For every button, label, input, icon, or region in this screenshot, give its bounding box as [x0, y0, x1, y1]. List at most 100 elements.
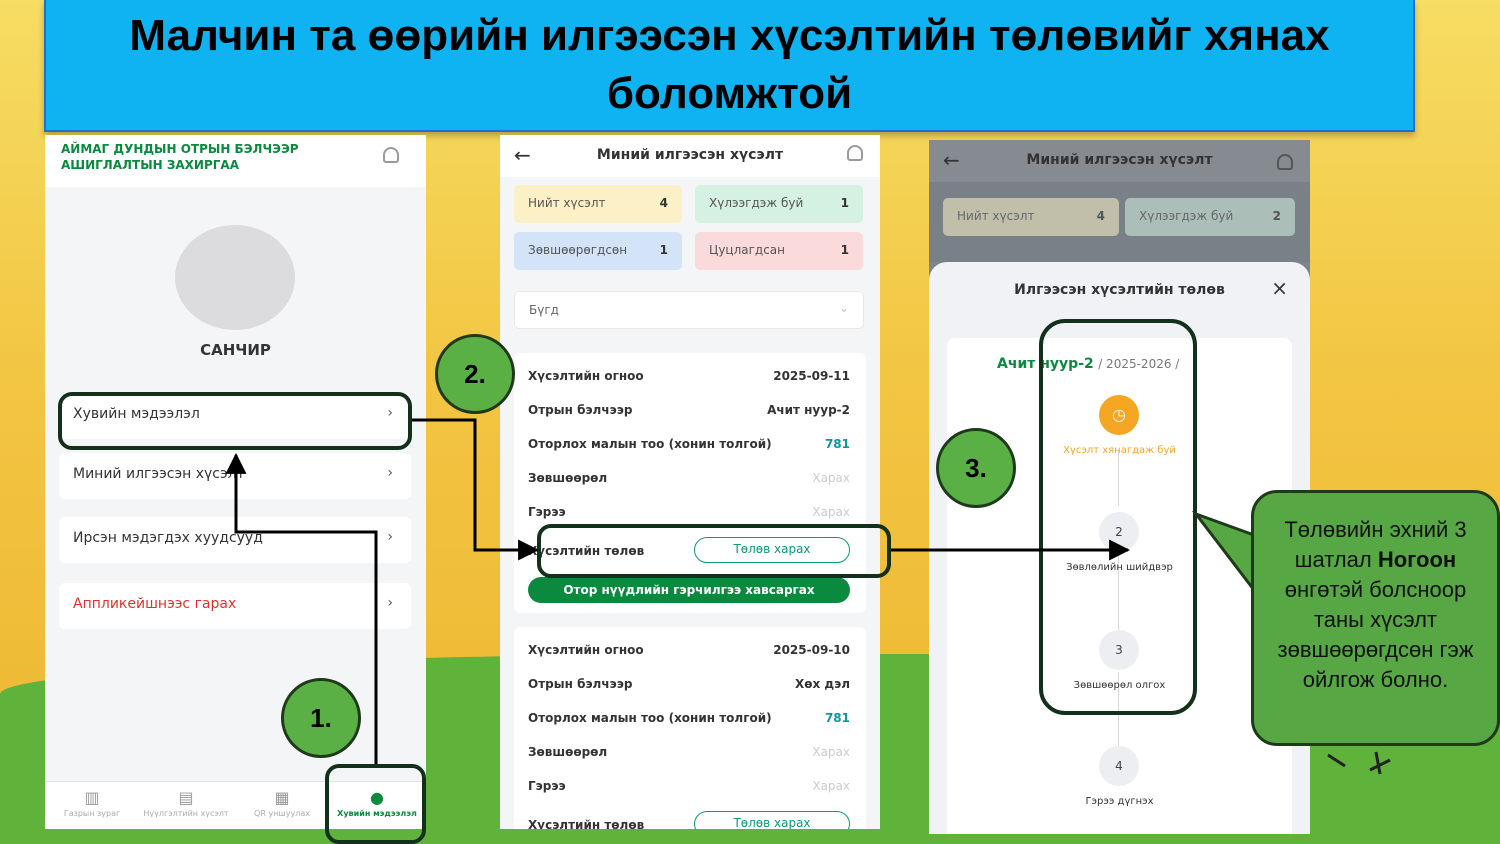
- row-label: Зөвшөөрөл: [528, 471, 608, 485]
- row-label: Отрын бэлчээр: [528, 677, 633, 691]
- row-label: Оторлох малын тоо (хонин толгой): [528, 711, 772, 725]
- row-label: Зөвшөөрөл: [528, 745, 608, 759]
- menu-item-logout[interactable]: Аппликейшнээс гарах ›: [59, 583, 411, 629]
- request-row: Отрын бэлчээр Ачит нуур-2: [528, 403, 850, 417]
- stat-count: 1: [840, 196, 849, 210]
- tab-qr[interactable]: ▦ QR уншуулах: [237, 788, 327, 818]
- chevron-right-icon: ›: [387, 405, 393, 421]
- step-label: Зөвшөөрөл олгох: [1073, 680, 1166, 691]
- row-label: Хүсэлтийн огноо: [528, 369, 644, 383]
- chevron-right-icon: ›: [387, 529, 393, 545]
- step-number: 3: [1099, 630, 1139, 670]
- stat-label: Нийт хүсэлт: [528, 196, 606, 210]
- sheet-title: Илгээсэн хүсэлтийн төлөв: [1014, 282, 1225, 298]
- view-permit-link[interactable]: Харах: [812, 745, 850, 759]
- tab-label: QR уншуулах: [254, 809, 310, 818]
- row-label: Хүсэлтийн төлөв: [528, 544, 645, 558]
- stat-label: Хүлээгдэж буй: [1139, 209, 1234, 223]
- tab-profile[interactable]: ● Хувийн мэдээлэл: [332, 788, 422, 818]
- view-status-button[interactable]: Төлөв харах: [694, 537, 850, 563]
- request-row: Гэрээ Харах: [528, 779, 850, 793]
- callout-emphasis: Ногоон: [1377, 547, 1457, 572]
- attach-certificate-button[interactable]: Отор нүүдлийн гэрчилгээ хавсаргах: [528, 577, 850, 603]
- app-header: ← Миний илгээсэн хүсэлт: [929, 140, 1310, 182]
- request-row: Зөвшөөрөл Харах: [528, 471, 850, 485]
- step-label: Зөвлөлийн шийдвэр: [1066, 562, 1173, 573]
- slide-title: Малчин та өөрийн илгээсэн хүсэлтийн төлө…: [129, 11, 1330, 118]
- menu-label: Хувийн мэдээлэл: [73, 406, 200, 422]
- season-range: / 2025-2026 /: [1098, 357, 1180, 371]
- avatar: [175, 225, 295, 330]
- stat-approved[interactable]: Зөвшөөрөгдсөн 1: [514, 232, 682, 270]
- screen-title: Миний илгээсэн хүсэлт: [1026, 152, 1213, 168]
- row-value: 781: [824, 711, 850, 725]
- clock-icon: ◷: [1099, 395, 1139, 435]
- callout-text: Төлөвийн эхний 3 шатлал: [1284, 517, 1467, 572]
- step-badge-1: 1.: [281, 678, 361, 758]
- row-label: Оторлох малын тоо (хонин толгой): [528, 437, 772, 451]
- stat-count: 4: [1096, 209, 1105, 223]
- row-value: Хөх дэл: [794, 677, 850, 691]
- row-label: Отрын бэлчээр: [528, 403, 633, 417]
- stat-pending: Хүлээгдэж буй 2: [1125, 198, 1295, 236]
- back-arrow-icon[interactable]: ←: [514, 143, 531, 167]
- row-label: Гэрээ: [528, 779, 566, 793]
- tab-label: Хувийн мэдээлэл: [337, 809, 417, 818]
- explanation-callout: Төлөвийн эхний 3 шатлал Ногоон өнгөтэй б…: [1251, 490, 1500, 746]
- stat-count: 4: [659, 196, 668, 210]
- view-contract-link[interactable]: Харах: [812, 505, 850, 519]
- request-row: Зөвшөөрөл Харах: [528, 745, 850, 759]
- tab-label: Нүүлгэлтийн хүсэлт: [143, 809, 229, 818]
- close-icon[interactable]: ×: [1271, 276, 1288, 300]
- request-row: Оторлох малын тоо (хонин толгой) 781: [528, 711, 850, 725]
- brand-name: АЙМАГ ДУНДЫН ОТРЫН БЭЛЧЭЭР АШИГЛАЛТЫН ЗА…: [61, 142, 299, 172]
- view-contract-link[interactable]: Харах: [812, 779, 850, 793]
- step-badge-3: 3.: [936, 428, 1016, 508]
- row-label: Хүсэлтийн огноо: [528, 643, 644, 657]
- tab-requests[interactable]: ▤ Нүүлгэлтийн хүсэлт: [141, 788, 231, 818]
- tab-map[interactable]: ▥ Газрын зураг: [47, 788, 137, 818]
- phone-my-requests-screen: ← Миний илгээсэн хүсэлт Нийт хүсэлт 4 Хү…: [500, 135, 880, 829]
- stat-pending[interactable]: Хүлээгдэж буй 1: [695, 185, 863, 223]
- bell-icon[interactable]: [1277, 154, 1293, 170]
- chevron-right-icon: ›: [387, 465, 393, 481]
- bell-icon[interactable]: [383, 147, 399, 163]
- stat-count: 1: [659, 243, 668, 257]
- chevron-down-icon: ⌄: [838, 301, 849, 315]
- row-label: Хүсэлтийн төлөв: [528, 818, 645, 829]
- stat-total[interactable]: Нийт хүсэлт 4: [514, 185, 682, 223]
- menu-label: Аппликейшнээс гарах: [73, 596, 237, 612]
- view-status-button[interactable]: Төлөв харах: [694, 811, 850, 829]
- filter-value: Бүгд: [529, 303, 559, 317]
- phone-profile-screen: АЙМАГ ДУНДЫН ОТРЫН БЭЛЧЭЭР АШИГЛАЛТЫН ЗА…: [45, 135, 426, 829]
- request-row: Хүсэлтийн огноо 2025-09-11: [528, 369, 850, 383]
- back-arrow-icon[interactable]: ←: [943, 148, 960, 172]
- request-row: Хүсэлтийн төлөв: [528, 544, 850, 558]
- row-value: 781: [824, 437, 850, 451]
- row-value: 2025-09-11: [773, 369, 850, 383]
- menu-label: Ирсэн мэдэгдэх хуудсууд: [73, 530, 263, 546]
- callout-text: өнгөтэй болсноор таны хүсэлт зөвшөөрөгдс…: [1277, 577, 1474, 692]
- qr-icon: ▦: [274, 788, 290, 807]
- stat-cancelled[interactable]: Цуцлагдсан 1: [695, 232, 863, 270]
- app-header: ← Миний илгээсэн хүсэлт: [500, 135, 880, 177]
- step-number: 4: [1099, 746, 1139, 786]
- highlight-profile-menu: [58, 392, 412, 450]
- highlight-profile-tab: [325, 764, 426, 844]
- stat-label: Цуцлагдсан: [709, 243, 786, 257]
- request-row: Хүсэлтийн төлөв: [528, 818, 850, 829]
- timeline-connector: [1118, 450, 1119, 506]
- request-card: Хүсэлтийн огноо 2025-09-11 Отрын бэлчээр А…: [514, 353, 866, 613]
- title-banner: Малчин та өөрийн илгээсэн хүсэлтийн төлө…: [44, 0, 1415, 132]
- bell-icon[interactable]: [847, 145, 863, 161]
- status-filter-select[interactable]: Бүгд ⌄: [514, 291, 864, 329]
- view-permit-link[interactable]: Харах: [812, 471, 850, 485]
- step-label: Гэрээ дүгнэх: [1085, 796, 1154, 807]
- request-row: Оторлох малын тоо (хонин толгой) 781: [528, 437, 850, 451]
- app-header: АЙМАГ ДУНДЫН ОТРЫН БЭЛЧЭЭР АШИГЛАЛТЫН ЗА…: [45, 135, 426, 187]
- row-value: Ачит нуур-2: [767, 403, 850, 417]
- menu-item-profile[interactable]: Хувийн мэдээлэл ›: [59, 393, 411, 439]
- step-label: Хүсэлт хянагдаж буй: [1063, 445, 1176, 456]
